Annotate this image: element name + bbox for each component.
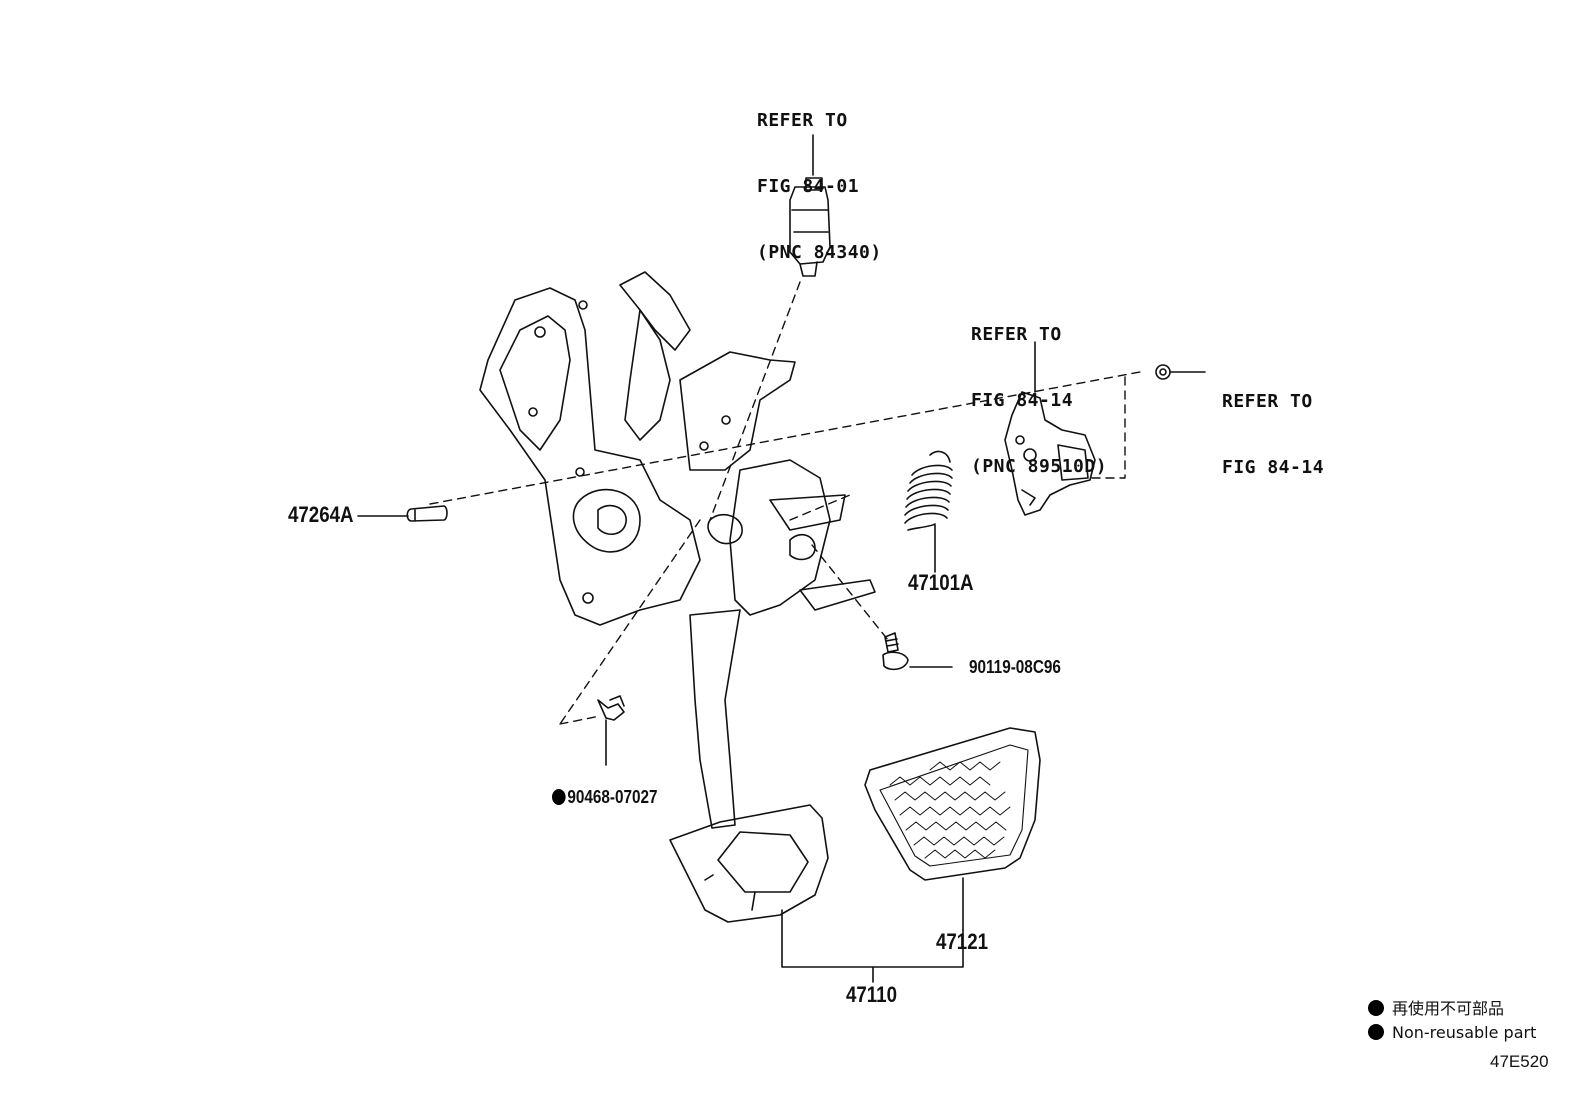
clip [597, 695, 625, 721]
part-label-90468-07027[interactable]: 90468-07027 [535, 764, 658, 830]
figure-code: 47E520 [1490, 1052, 1549, 1071]
legend-dot-icon [1368, 1024, 1384, 1040]
refer-to-fig-84-14-nut: REFER TO FIG 84-14 [1222, 391, 1325, 478]
part-label-47121[interactable]: 47121 [936, 929, 989, 954]
part-label-47110[interactable]: 47110 [846, 982, 897, 1007]
pivot-pin [406, 505, 448, 522]
legend: 再使用不可部品 Non-reusable part [1368, 997, 1536, 1045]
legend-jp: 再使用不可部品 [1368, 997, 1536, 1021]
legend-en: Non-reusable part [1368, 1021, 1536, 1045]
return-spring [904, 450, 953, 531]
part-label-47101a[interactable]: 47101A [908, 570, 974, 595]
stroke-sensor [1004, 391, 1096, 516]
non-reusable-marker [552, 789, 566, 805]
stop-lamp-switch [789, 177, 831, 277]
nut [1155, 364, 1171, 380]
leader-lines [357, 134, 1206, 983]
bolt [882, 632, 909, 671]
part-label-90119-08c96[interactable]: 90119-08C96 [969, 657, 1061, 677]
pedal-pad [669, 804, 829, 923]
refer-to-fig-84-14-sensor: REFER TO FIG 84-14 (PNC 89510D) [971, 324, 1108, 477]
part-label-47264a[interactable]: 47264A [288, 502, 354, 527]
pad-texture [889, 761, 1011, 859]
pedal-arm [689, 609, 741, 829]
pedal-pad-cover [864, 727, 1041, 881]
legend-dot-icon [1368, 1000, 1384, 1016]
refer-to-fig-84-01: REFER TO FIG 84-01 (PNC 84340) [757, 110, 882, 263]
pedal-bracket [479, 271, 876, 626]
